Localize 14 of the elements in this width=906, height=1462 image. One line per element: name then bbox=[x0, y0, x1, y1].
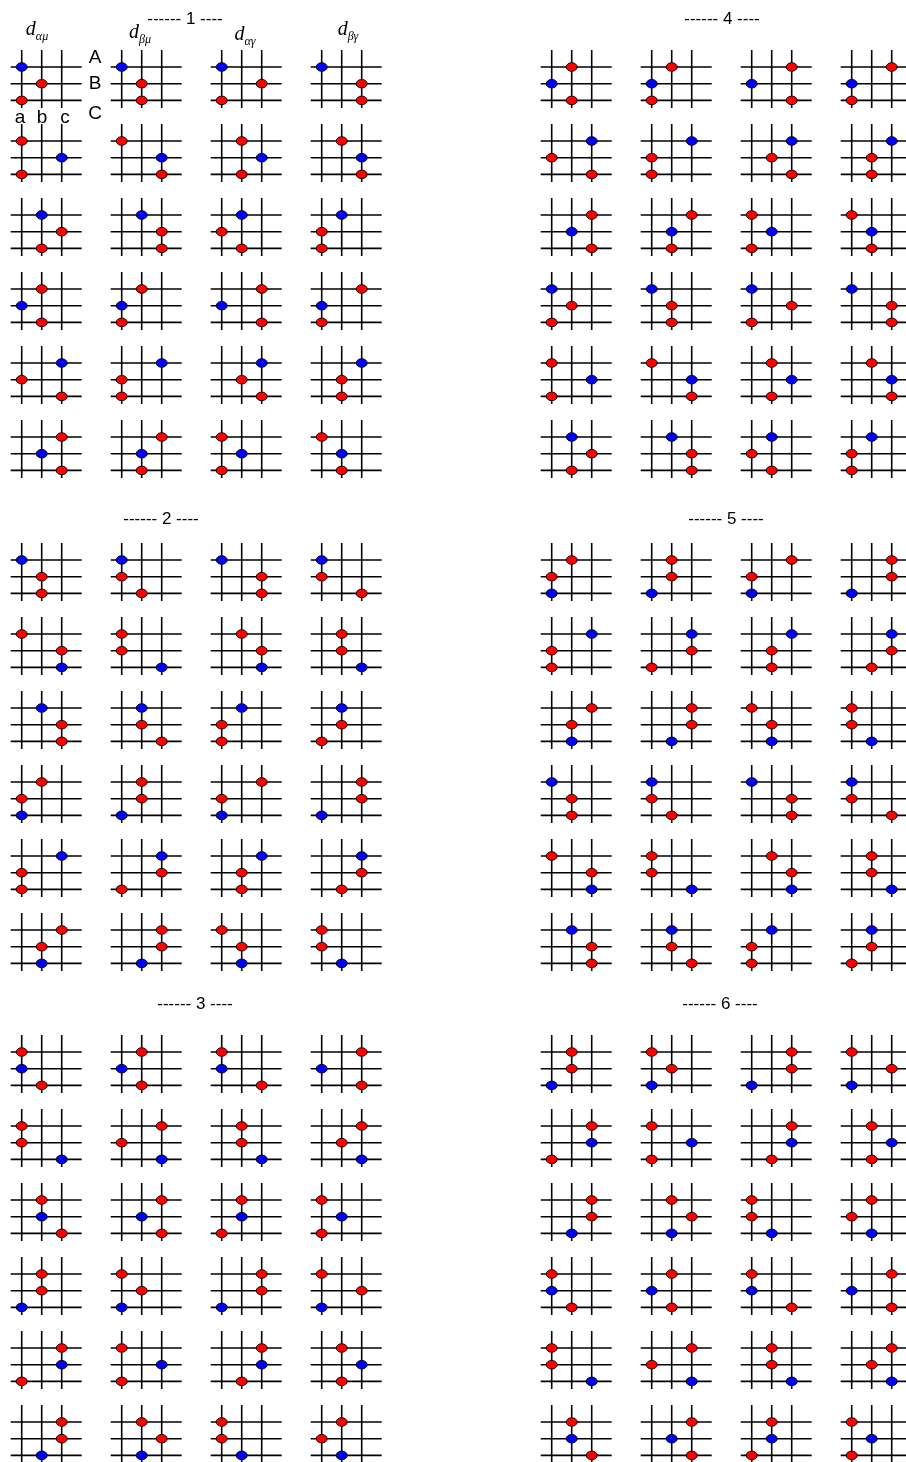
axis-letter: a bbox=[14, 106, 26, 126]
axis-letter: B bbox=[88, 72, 102, 92]
panel-heading: ------ 4 ---- bbox=[684, 9, 760, 27]
column-heading: d$_{βγ}$ bbox=[337, 18, 359, 42]
axis-letter: c bbox=[60, 106, 70, 126]
panel-heading: ------ 3 ---- bbox=[157, 994, 233, 1012]
axis-letter: b bbox=[36, 106, 48, 126]
column-heading: d$_{αμ}$ bbox=[25, 18, 49, 42]
panel-heading: ------ 5 ---- bbox=[688, 509, 764, 527]
panel-heading: ------ 2 ---- bbox=[123, 509, 199, 527]
axis-letter: A bbox=[88, 46, 102, 66]
axis-letter: C bbox=[88, 102, 102, 122]
panel-heading: ------ 6 ---- bbox=[682, 994, 758, 1012]
column-heading: d$_{αγ}$ bbox=[234, 23, 256, 47]
